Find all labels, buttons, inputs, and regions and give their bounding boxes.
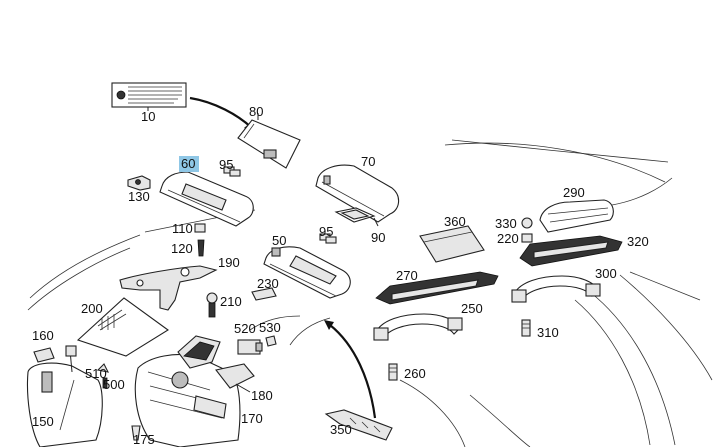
callout-160[interactable]: 160 — [32, 328, 54, 343]
part-90-vanity-mirror[interactable] — [334, 207, 379, 227]
part-290-handle-cover[interactable] — [539, 199, 614, 233]
part-520-switch[interactable] — [237, 339, 263, 355]
part-10-warning-label[interactable] — [111, 82, 187, 111]
part-130-mount-bracket[interactable] — [127, 175, 151, 191]
part-330-cap[interactable] — [521, 217, 533, 229]
callout-510[interactable]: 510 — [85, 366, 107, 381]
part-350-handle[interactable] — [324, 409, 393, 441]
part-530-connector[interactable] — [265, 335, 277, 347]
callout-175[interactable]: 175 — [133, 432, 155, 447]
part-160-clip[interactable] — [33, 347, 55, 363]
callout-330[interactable]: 330 — [495, 216, 517, 231]
callout-80[interactable]: 80 — [249, 104, 263, 119]
callout-290[interactable]: 290 — [563, 185, 585, 200]
arrow-350-to-console — [324, 320, 377, 419]
callout-350[interactable]: 350 — [330, 422, 352, 437]
part-120-screw[interactable] — [197, 239, 205, 257]
part-60-highlight — [179, 156, 199, 172]
callout-70[interactable]: 70 — [361, 154, 375, 169]
part-300-grab-handle[interactable] — [511, 275, 601, 303]
part-170-overhead-console[interactable] — [134, 353, 241, 447]
part-190-grab-bracket[interactable] — [119, 265, 218, 311]
part-270-grab-handle[interactable] — [375, 271, 499, 305]
part-230-pad[interactable] — [251, 287, 277, 301]
part-150-rearview-mirror[interactable] — [27, 345, 103, 447]
part-50-sun-visor[interactable] — [263, 246, 351, 299]
part-60-sun-visor[interactable] — [159, 171, 254, 227]
callout-220[interactable]: 220 — [497, 231, 519, 246]
callout-270[interactable]: 270 — [396, 268, 418, 283]
vehicle-roof-outline — [27, 139, 713, 447]
callout-120[interactable]: 120 — [171, 241, 193, 256]
callout-130[interactable]: 130 — [128, 189, 150, 204]
callout-230[interactable]: 230 — [257, 276, 279, 291]
callout-310[interactable]: 310 — [537, 325, 559, 340]
part-70-sun-visor[interactable] — [315, 164, 400, 223]
callout-150[interactable]: 150 — [32, 414, 54, 429]
part-320-grab-handle[interactable] — [519, 235, 623, 267]
callout-260[interactable]: 260 — [404, 366, 426, 381]
part-510-clip[interactable] — [96, 363, 109, 373]
part-210-screw[interactable] — [206, 292, 218, 318]
callout-170[interactable]: 170 — [241, 411, 263, 426]
callout-500[interactable]: 500 — [103, 377, 125, 392]
part-260-plug[interactable] — [388, 363, 398, 381]
callout-10[interactable]: 10 — [141, 109, 155, 124]
callout-530[interactable]: 530 — [259, 320, 281, 335]
part-310-plug[interactable] — [521, 319, 531, 337]
part-110-clip[interactable] — [194, 223, 206, 233]
part-95-clip-lower[interactable] — [319, 233, 337, 244]
callout-250[interactable]: 250 — [461, 301, 483, 316]
part-500-screw[interactable] — [102, 377, 108, 389]
callout-90[interactable]: 90 — [371, 230, 385, 245]
callout-50[interactable]: 50 — [272, 233, 286, 248]
callout-300[interactable]: 300 — [595, 266, 617, 281]
part-360-pad[interactable] — [419, 225, 485, 263]
part-180-lamp-unit[interactable] — [177, 335, 255, 393]
callout-95[interactable]: 95 — [219, 157, 233, 172]
callout-95[interactable]: 95 — [319, 224, 333, 239]
part-220-nut[interactable] — [521, 233, 533, 243]
part-200-lamp-housing[interactable] — [76, 297, 169, 357]
callout-110[interactable]: 110 — [172, 221, 193, 236]
part-250-grab-handle[interactable] — [373, 313, 463, 341]
part-95-clip-upper[interactable] — [223, 166, 241, 177]
callout-520[interactable]: 520 — [234, 321, 256, 336]
part-80-visor-panel[interactable] — [237, 113, 301, 169]
callout-200[interactable]: 200 — [81, 301, 103, 316]
callout-320[interactable]: 320 — [627, 234, 649, 249]
callout-360[interactable]: 360 — [444, 214, 466, 229]
part-175-bulb[interactable] — [131, 425, 141, 441]
callout-190[interactable]: 190 — [218, 255, 240, 270]
callout-180[interactable]: 180 — [251, 388, 273, 403]
callout-60[interactable]: 60 — [181, 156, 195, 171]
callout-210[interactable]: 210 — [220, 294, 242, 309]
